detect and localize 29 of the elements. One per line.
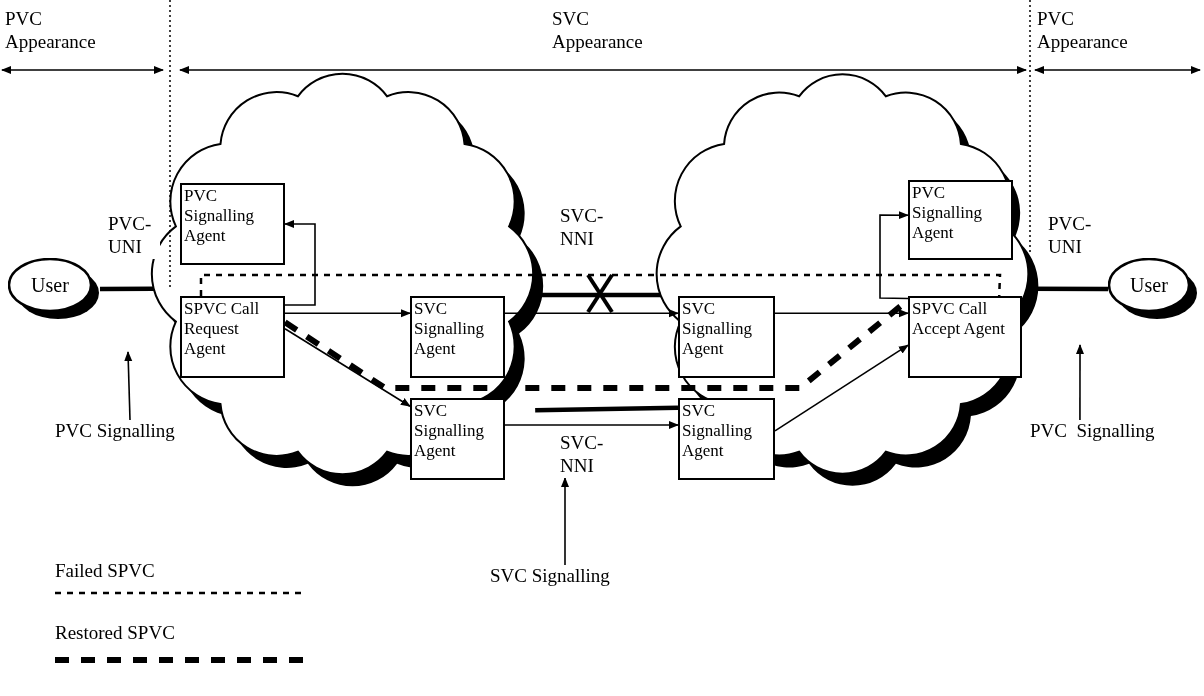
agent-box: SPVC Call Accept Agent — [908, 296, 1022, 378]
arrow — [284, 309, 411, 318]
user-ellipse — [8, 258, 100, 320]
agent-box: SVC Signalling Agent — [410, 296, 505, 378]
agent-box: SPVC Call Request Agent — [180, 296, 285, 378]
arrow — [561, 477, 569, 566]
agent-box: SVC Signalling Agent — [410, 398, 505, 480]
arrow — [504, 421, 679, 430]
agent-box: SVC Signalling Agent — [678, 398, 775, 480]
arrow — [774, 309, 909, 318]
link-line — [100, 286, 154, 292]
user-ellipse — [1108, 258, 1198, 320]
signalling-label: PVC Signalling — [1030, 420, 1180, 443]
agent-box: PVC Signalling Agent — [908, 180, 1013, 260]
signalling-label: SVC Signalling — [490, 565, 640, 588]
arrow — [504, 309, 679, 318]
arrow — [124, 351, 133, 421]
agent-box: PVC Signalling Agent — [180, 183, 285, 265]
link-line — [535, 405, 679, 413]
user-label: User — [1129, 272, 1169, 298]
arrow — [879, 211, 909, 300]
user-label: User — [30, 272, 70, 298]
arrow — [284, 220, 316, 306]
spvc-path-line — [199, 273, 1002, 297]
arrow — [774, 344, 909, 432]
arrow — [1076, 344, 1084, 421]
agent-box: SVC Signalling Agent — [678, 296, 775, 378]
signalling-label: PVC Signalling — [55, 420, 205, 443]
arrow — [284, 328, 411, 407]
